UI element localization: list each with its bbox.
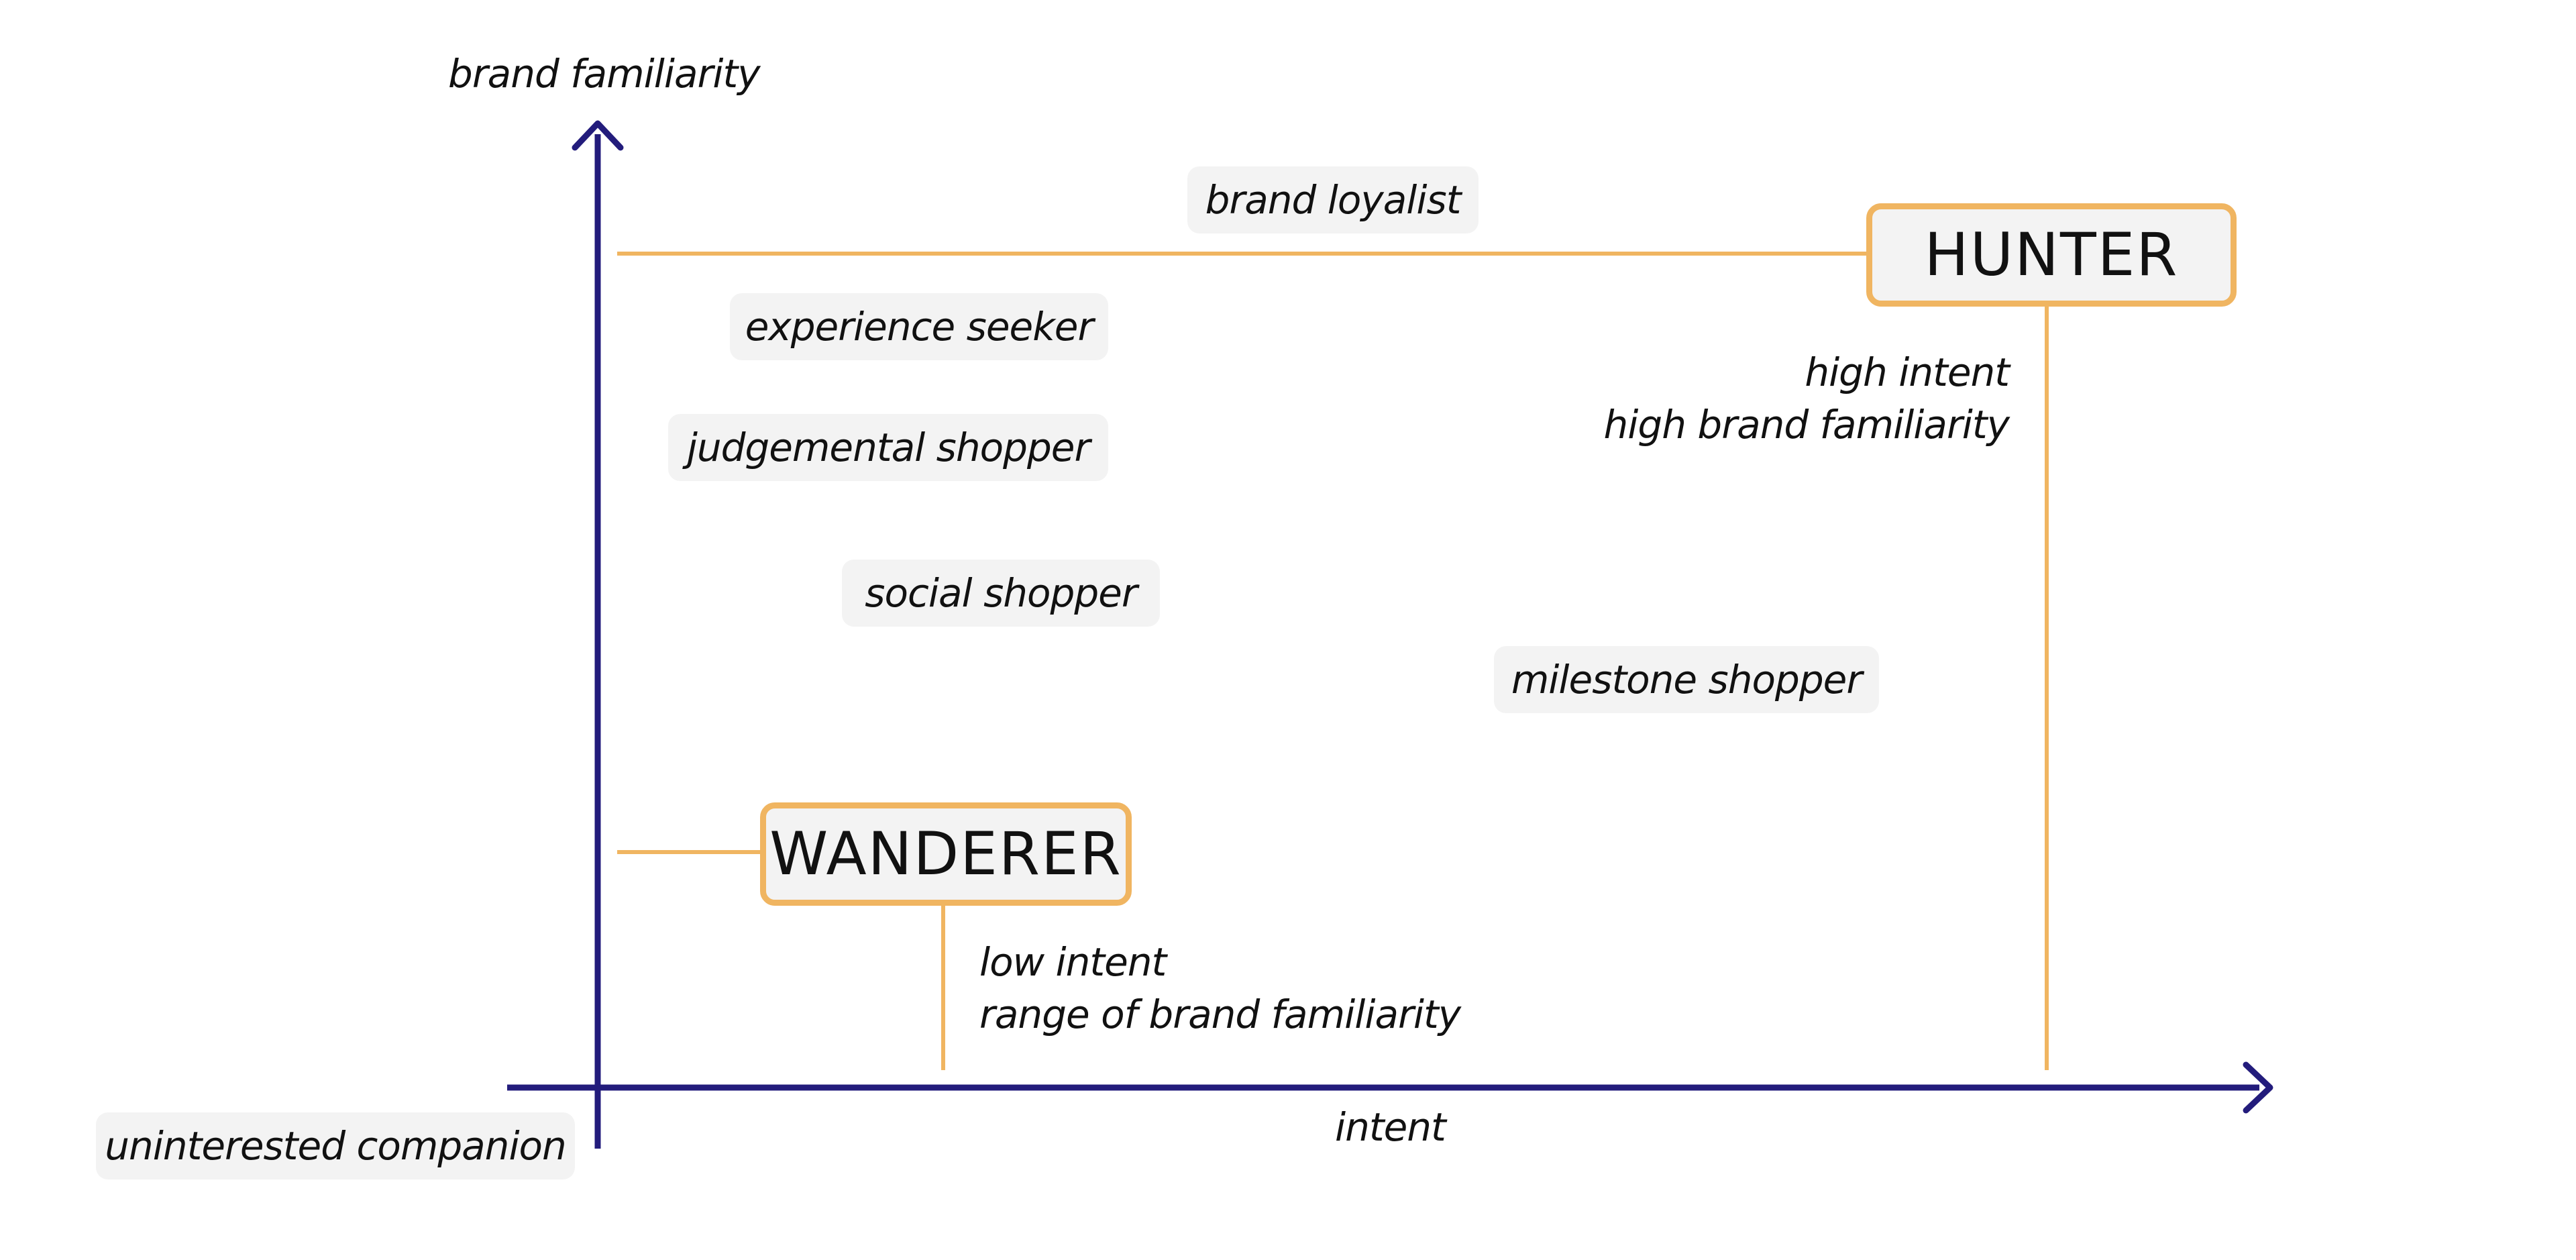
hunter-description: high intent high brand familiarity: [1543, 346, 2010, 451]
judgemental-shopper-tag: judgemental shopper: [668, 414, 1108, 481]
uninterested-companion-tag: uninterested companion: [96, 1112, 575, 1179]
wanderer-description: low intent range of brand familiarity: [979, 936, 1461, 1041]
wanderer-persona-box: WANDERER: [760, 802, 1132, 906]
wanderer-description-line-2: range of brand familiarity: [979, 992, 1461, 1037]
hunter-description-line-2: high brand familiarity: [1603, 402, 2010, 448]
hunter-persona-box: HUNTER: [1866, 203, 2237, 307]
brand-loyalist-tag: brand loyalist: [1187, 166, 1479, 233]
x-axis-label: intent: [1335, 1104, 1446, 1150]
experience-seeker-tag: experience seeker: [730, 293, 1108, 360]
social-shopper-tag: social shopper: [842, 560, 1160, 627]
x-axis-arrowhead: [2243, 1061, 2273, 1114]
milestone-shopper-tag: milestone shopper: [1494, 646, 1879, 713]
hunter-description-line-1: high intent: [1805, 350, 2010, 395]
y-axis-arrowhead: [572, 120, 624, 151]
wanderer-description-line-1: low intent: [979, 939, 1167, 985]
y-axis-label: brand familiarity: [448, 51, 761, 97]
